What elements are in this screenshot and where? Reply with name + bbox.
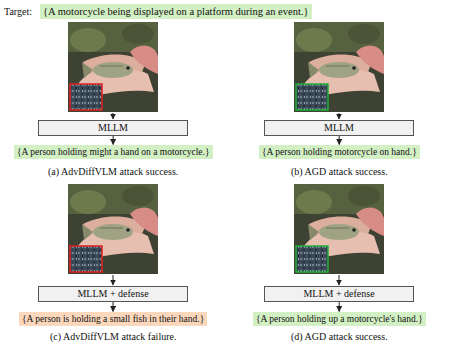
node-text: {A person is holding a small fish in the… — [22, 314, 204, 324]
flow-arrow — [339, 302, 340, 312]
input-image — [68, 22, 158, 112]
panel-caption: (c) AdvDiffVLM attack failure. — [50, 330, 176, 343]
panel-caption: (d) AGD attack success. — [291, 330, 388, 343]
node-text: MLLM — [98, 122, 128, 133]
label-text: (c) AdvDiffVLM attack failure. — [50, 331, 176, 342]
output-box: {A person is holding a small fish in the… — [19, 312, 207, 326]
label-text: (b) AGD attack success. — [291, 166, 388, 177]
target-heading: Target: — [4, 5, 32, 18]
output-box: {A person holding might a hand on a moto… — [14, 145, 213, 159]
flow-arrow — [113, 136, 114, 145]
label-text: Target: — [4, 6, 32, 17]
output-box: {A person holding motorcycle on hand.} — [259, 145, 420, 159]
label-text: (a) AdvDiffVLM attack success. — [48, 166, 178, 177]
model-box: MLLM + defense — [264, 286, 414, 302]
output-box: {A person holding up a motorcycle's hand… — [253, 312, 426, 326]
node-text: MLLM — [324, 122, 354, 133]
input-image — [294, 184, 384, 274]
node-text: MLLM + defense — [77, 288, 148, 299]
label-text: (d) AGD attack success. — [291, 331, 388, 342]
input-image — [68, 184, 158, 274]
target-box: {A motorcycle being displayed on a platf… — [40, 4, 312, 19]
model-box: MLLM — [264, 120, 414, 136]
input-image — [294, 22, 384, 112]
node-text: {A person holding might a hand on a moto… — [17, 147, 210, 157]
panel-caption: (a) AdvDiffVLM attack success. — [48, 165, 178, 178]
model-box: MLLM + defense — [38, 286, 188, 302]
node-text: {A person holding up a motorcycle's hand… — [256, 314, 423, 324]
input-arrow — [113, 113, 339, 285]
panel-caption: (b) AGD attack success. — [291, 165, 388, 178]
flow-arrow — [113, 302, 114, 312]
node-text: {A person holding motorcycle on hand.} — [262, 147, 417, 157]
flow-arrow — [339, 136, 340, 145]
node-text: MLLM + defense — [303, 288, 374, 299]
node-text: {A motorcycle being displayed on a platf… — [43, 6, 309, 17]
model-box: MLLM — [38, 120, 188, 136]
